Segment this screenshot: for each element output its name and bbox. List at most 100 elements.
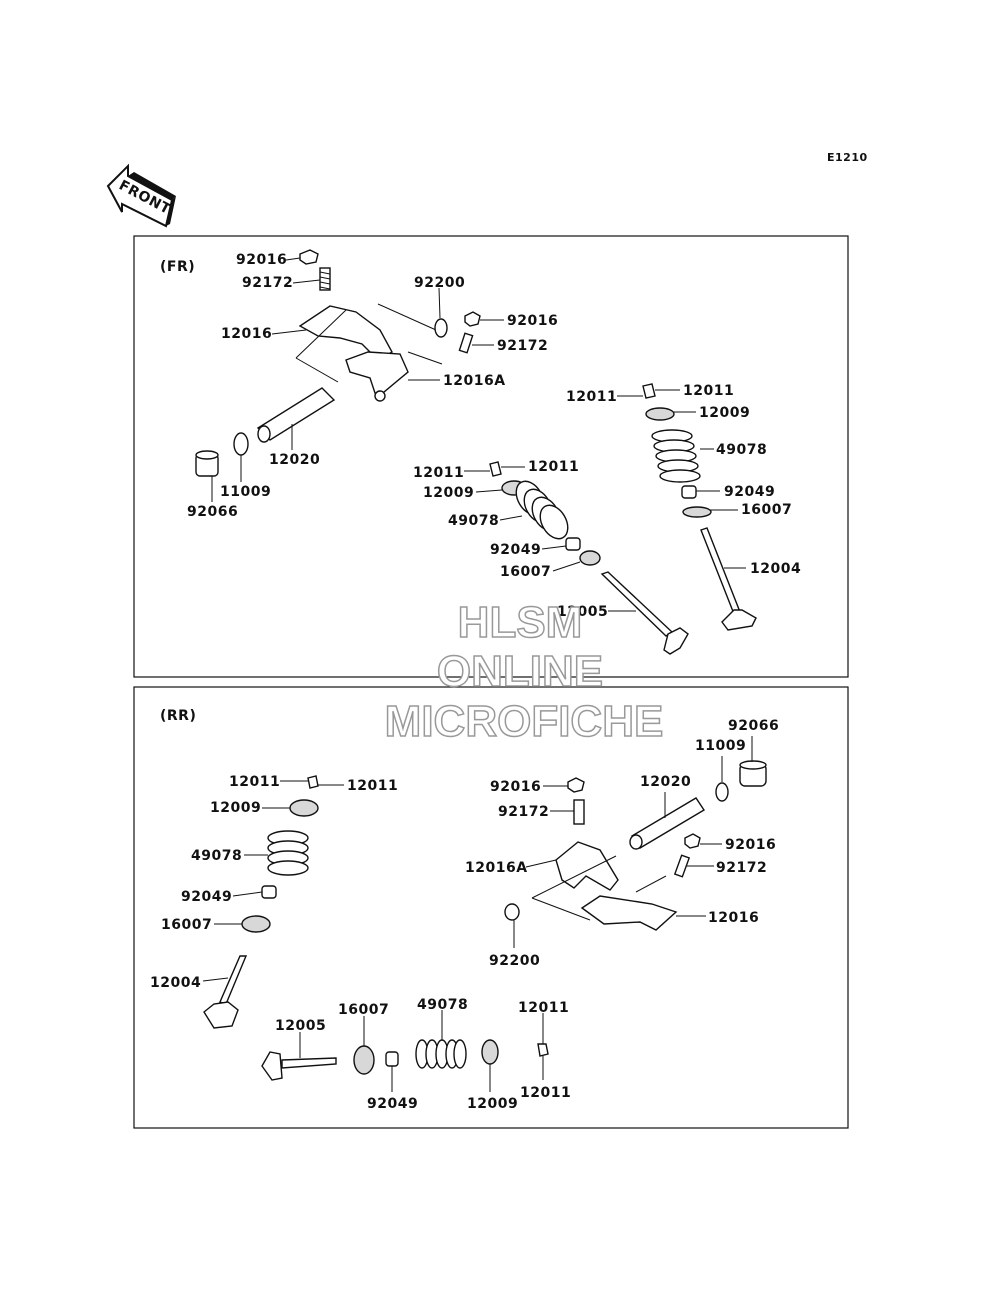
valve-icon: [700, 527, 757, 631]
part-label: 12011: [683, 383, 734, 399]
keeper-icon: [537, 1043, 549, 1057]
part-label: 92200: [414, 275, 465, 291]
plug-icon: [739, 760, 767, 787]
keeper-icon: [642, 383, 656, 399]
part-label: 92049: [490, 542, 541, 558]
spring-seat-icon: [682, 506, 712, 518]
keeper-icon: [489, 461, 502, 477]
part-label: 16007: [338, 1002, 389, 1018]
nut-icon: [684, 833, 701, 849]
part-label: 92172: [716, 860, 767, 876]
part-label: 12011: [566, 389, 617, 405]
rr-panel: [133, 686, 849, 1129]
rocker-arm-icon: [580, 895, 678, 931]
part-label: 12005: [275, 1018, 326, 1034]
part-label: 11009: [220, 484, 271, 500]
rr-parts: 92066 11009 12020 12011 12011 92016 1200…: [150, 718, 779, 1112]
part-label: 12020: [269, 452, 320, 468]
part-label: 92016: [507, 313, 558, 329]
part-label: 12009: [467, 1096, 518, 1112]
valve-icon: [203, 955, 248, 1029]
spring-seat-icon: [241, 915, 271, 933]
adjuster-screw-icon: [673, 854, 691, 878]
part-label: 92016: [725, 837, 776, 853]
part-label: 49078: [191, 848, 242, 864]
part-label: 12016A: [465, 860, 528, 876]
valve-seal-icon: [261, 885, 277, 899]
nut-icon: [299, 249, 319, 265]
fr-parts: 92016 92172 92200 92016 12016 92172 1201…: [187, 249, 801, 655]
plug-icon: [195, 450, 219, 477]
valve-seal-icon: [385, 1051, 399, 1067]
part-label: 92172: [242, 275, 293, 291]
part-label: 12016: [221, 326, 272, 342]
valve-spring-icon: [415, 1039, 467, 1069]
valve-icon: [261, 1051, 337, 1081]
rocker-arm-a-icon: [345, 351, 409, 397]
part-label: 92066: [728, 718, 779, 734]
part-label: 49078: [417, 997, 468, 1013]
watermark-line3: MICROFICHE: [385, 697, 664, 746]
valve-spring-icon: [267, 830, 309, 876]
part-label: 16007: [500, 564, 551, 580]
part-label: 49078: [716, 442, 767, 458]
part-label: 92066: [187, 504, 238, 520]
watermark-line1: HLSM: [458, 598, 583, 647]
o-ring-icon: [715, 782, 729, 802]
part-label: 16007: [161, 917, 212, 933]
washer-icon: [434, 318, 448, 338]
watermark-line2: ONLINE: [437, 647, 603, 696]
part-label: 12009: [699, 405, 750, 421]
spring-seat-icon: [579, 550, 601, 566]
part-label: 16007: [741, 502, 792, 518]
rr-section-title: (RR): [160, 708, 196, 724]
part-label: 12011: [347, 778, 398, 794]
part-label: 92016: [236, 252, 287, 268]
front-arrow-icon: FRONT: [106, 163, 176, 228]
keeper-icon: [307, 775, 319, 789]
part-label: 92049: [181, 889, 232, 905]
valve-seal-icon: [565, 537, 581, 551]
valve-spring-icon: [651, 429, 701, 483]
washer-icon: [504, 903, 520, 921]
retainer-icon: [481, 1039, 499, 1065]
diagram-code: E1210: [827, 151, 868, 164]
part-label: 12011: [229, 774, 280, 790]
part-label: 92172: [498, 804, 549, 820]
rocker-shaft-icon: [629, 797, 705, 850]
part-label: 49078: [448, 513, 499, 529]
rocker-arm-a-icon: [555, 841, 619, 891]
adjuster-screw-icon: [573, 799, 585, 825]
part-label: 12009: [423, 485, 474, 501]
watermark: HLSM ONLINE MICROFICHE: [384, 597, 664, 747]
part-label: 12016: [708, 910, 759, 926]
part-label: 92200: [489, 953, 540, 969]
part-label: 92016: [490, 779, 541, 795]
part-label: 92049: [367, 1096, 418, 1112]
valve-spring-icon: [515, 480, 569, 540]
part-label: 92049: [724, 484, 775, 500]
part-label: 12011: [520, 1085, 571, 1101]
retainer-icon: [289, 799, 319, 817]
nut-icon: [567, 777, 585, 793]
o-ring-icon: [233, 432, 249, 456]
spring-seat-icon: [353, 1045, 375, 1075]
valve-seal-icon: [681, 485, 697, 499]
rocker-arm-icon: [298, 305, 393, 361]
part-label: 12004: [750, 561, 801, 577]
part-label: 92172: [497, 338, 548, 354]
part-label: 12005: [557, 604, 608, 620]
part-label: 12011: [528, 459, 579, 475]
nut-icon: [464, 311, 481, 327]
part-label: 12011: [413, 465, 464, 481]
part-label: 11009: [695, 738, 746, 754]
part-label: 12016A: [443, 373, 506, 389]
part-label: 12020: [640, 774, 691, 790]
part-label: 12011: [518, 1000, 569, 1016]
adjuster-screw-icon: [458, 332, 474, 354]
fr-section-title: (FR): [160, 259, 195, 275]
retainer-icon: [645, 407, 675, 421]
fr-panel: [133, 235, 849, 678]
rocker-shaft-icon: [256, 387, 336, 443]
